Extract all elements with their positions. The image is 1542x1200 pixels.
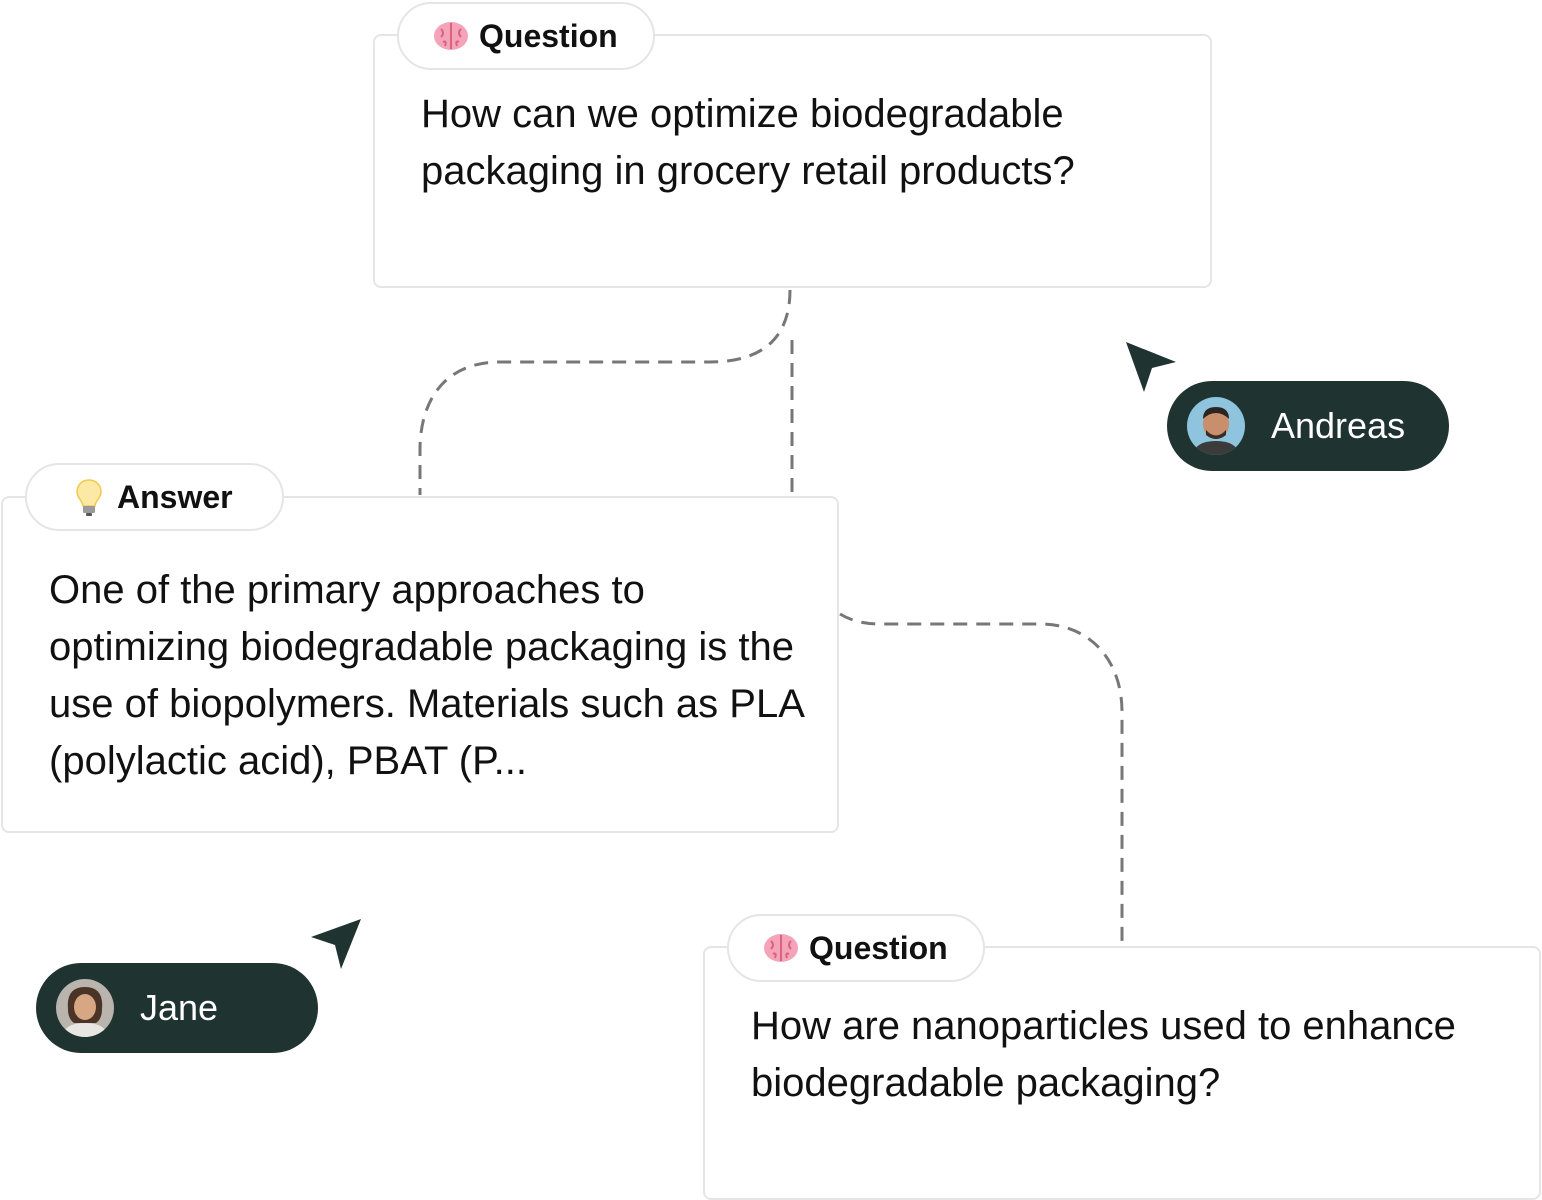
connector-answer-to-question-bottom [839,612,1124,945]
brain-icon [433,18,469,54]
lightbulb-icon [71,479,107,516]
answer-text: One of the primary approaches to optimiz… [49,568,803,783]
user-pill-jane: Jane [36,963,318,1053]
answer-label: Answer [25,463,284,531]
question-text: How are nanoparticles used to enhance bi… [751,1004,1456,1105]
answer-label-text: Answer [117,478,233,515]
question-label-bottom: Question [727,914,985,982]
user-pill-andreas: Andreas [1167,381,1449,471]
avatar-icon [1187,397,1245,455]
question-card-top[interactable]: How can we optimize biodegradable packag… [373,34,1212,288]
user-name: Jane [140,987,219,1028]
question-text: How can we optimize biodegradable packag… [421,92,1075,193]
answer-card[interactable]: One of the primary approaches to optimiz… [1,496,839,833]
avatar-icon [56,979,114,1037]
cursor-arrow-icon [311,919,361,969]
question-label-text: Question [479,17,618,54]
connector-question-to-answer-left [418,289,792,495]
cursor-arrow-icon [1126,342,1176,392]
question-label-text: Question [809,929,948,966]
user-name: Andreas [1271,405,1406,446]
brain-icon [763,930,799,966]
question-label-top: Question [397,2,655,70]
question-card-bottom[interactable]: How are nanoparticles used to enhance bi… [703,946,1541,1200]
